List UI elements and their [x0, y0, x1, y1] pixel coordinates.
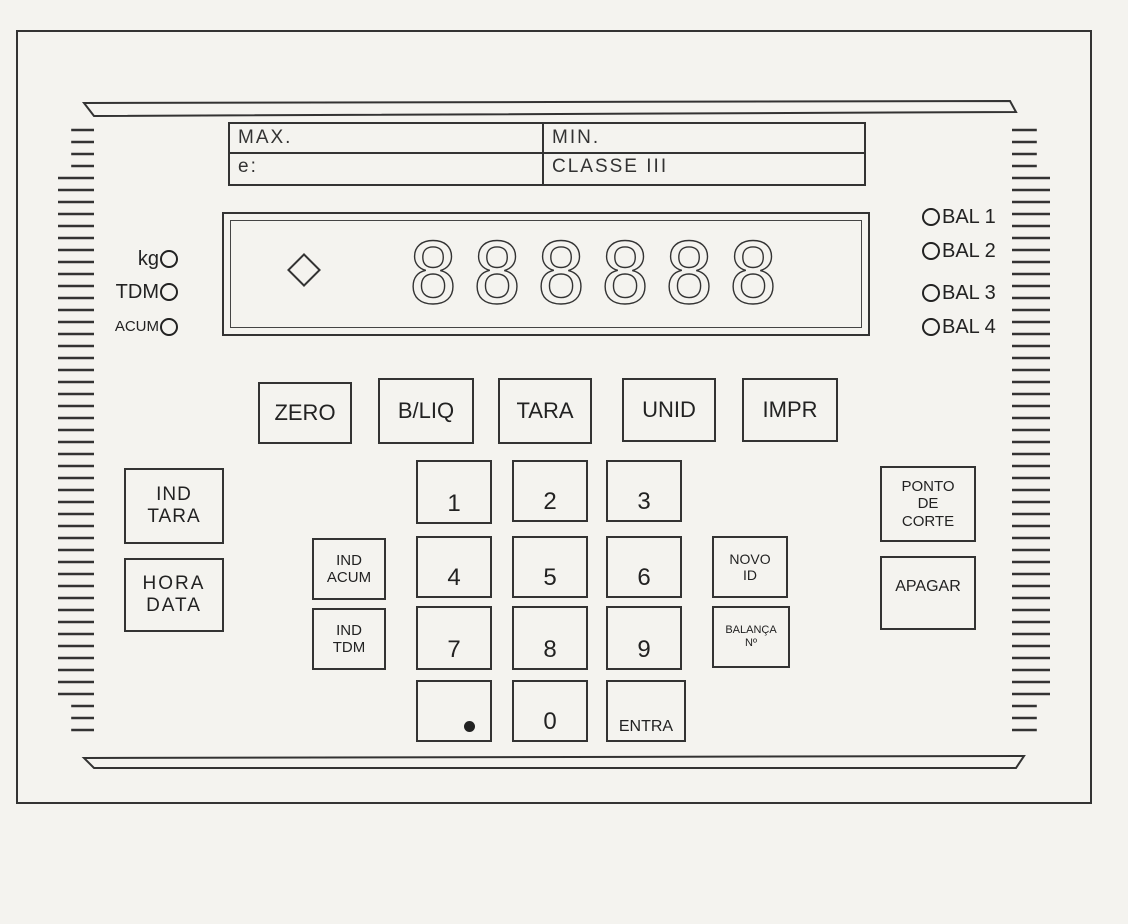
ind-acum-button-label: IND ACUM [326, 551, 372, 586]
class-label: CLASSE III [552, 156, 669, 177]
unid-button[interactable]: UNID [622, 378, 716, 442]
indicator-kg: kg [70, 246, 178, 272]
e-label: e: [230, 154, 544, 184]
indicator-bal-1-label: BAL 1 [942, 206, 996, 228]
indicator-bal-4: BAL 4 [922, 314, 996, 340]
key-4-button[interactable]: 4 [416, 536, 492, 598]
impr-button-label: IMPR [762, 397, 818, 423]
indicator-tdm-label: TDM [115, 281, 159, 303]
unid-button-label: UNID [642, 397, 696, 423]
drawing-frame [16, 30, 1092, 804]
display-digit-6: 8 [727, 225, 779, 323]
tara-button-label: TARA [516, 398, 574, 424]
novo-id-button[interactable]: NOVO ID [712, 536, 788, 598]
indicator-tdm: TDM [50, 279, 178, 305]
decimal-point-icon [464, 721, 475, 732]
key-2-label: 2 [543, 488, 557, 516]
zero-button-label: ZERO [274, 400, 336, 426]
indicator-bal-3-label: BAL 3 [942, 282, 996, 304]
key-8-button[interactable]: 8 [512, 606, 588, 670]
apagar-button[interactable]: APAGAR [880, 556, 976, 630]
key-0-label: 0 [543, 708, 557, 736]
indicator-bal-2-lamp-icon [922, 242, 940, 260]
indicator-bal-4-label: BAL 4 [942, 316, 996, 338]
novo-id-button-label: NOVO ID [729, 550, 771, 583]
indicator-kg-label: kg [137, 248, 159, 270]
indicator-acum-lamp-icon [160, 318, 178, 336]
key-0-button[interactable]: 0 [512, 680, 588, 742]
hora-data-button[interactable]: HORA DATA [124, 558, 224, 632]
indicator-bal-4-lamp-icon [922, 318, 940, 336]
decimal-point-button[interactable] [416, 680, 492, 742]
balanca-no-button-label: BALANÇA Nº [725, 624, 777, 649]
b-liq-button-label: B/LIQ [397, 398, 455, 424]
key-9-label: 9 [637, 636, 651, 664]
ind-tdm-button-label: IND TDM [332, 621, 366, 656]
key-5-label: 5 [543, 564, 557, 592]
indicator-acum: ACUM [50, 314, 178, 340]
zero-button[interactable]: ZERO [258, 382, 352, 444]
key-3-button[interactable]: 3 [606, 460, 682, 522]
indicator-bal-2: BAL 2 [922, 238, 996, 264]
key-3-label: 3 [637, 488, 651, 516]
display-digit-4: 8 [599, 225, 651, 323]
key-2-button[interactable]: 2 [512, 460, 588, 522]
key-7-label: 7 [447, 636, 461, 664]
balanca-no-button[interactable]: BALANÇA Nº [712, 606, 790, 668]
key-4-label: 4 [447, 564, 461, 592]
entra-button-label: ENTRA [618, 717, 674, 735]
display-digit-3: 8 [535, 225, 587, 323]
display-window [230, 220, 862, 328]
key-6-label: 6 [637, 564, 651, 592]
key-6-button[interactable]: 6 [606, 536, 682, 598]
display-digits: 8 8 8 8 8 8 [404, 225, 804, 323]
ponto-de-corte-button-label: PONTO DE CORTE [901, 478, 955, 530]
key-1-button[interactable]: 1 [416, 460, 492, 524]
indicator-bal-3: BAL 3 [922, 280, 996, 306]
ind-tara-button-label: IND TARA [147, 484, 201, 527]
indicator-tdm-lamp-icon [160, 283, 178, 301]
key-7-button[interactable]: 7 [416, 606, 492, 670]
key-9-button[interactable]: 9 [606, 606, 682, 670]
indicator-bal-1-lamp-icon [922, 208, 940, 226]
display-digit-1: 8 [407, 225, 459, 323]
indicator-acum-label: ACUM [114, 318, 159, 335]
indicator-bal-1: BAL 1 [922, 204, 996, 230]
indicator-bal-2-label: BAL 2 [942, 240, 996, 262]
indicator-kg-lamp-icon [160, 250, 178, 268]
impr-button[interactable]: IMPR [742, 378, 838, 442]
ind-acum-button[interactable]: IND ACUM [312, 538, 386, 600]
entra-button[interactable]: ENTRA [606, 680, 686, 742]
indicator-bal-3-lamp-icon [922, 284, 940, 302]
ponto-de-corte-button[interactable]: PONTO DE CORTE [880, 466, 976, 542]
hora-data-button-label: HORA DATA [142, 573, 206, 616]
weight-display [222, 212, 870, 336]
key-5-button[interactable]: 5 [512, 536, 588, 598]
min-label: MIN. [544, 124, 864, 154]
key-1-label: 1 [447, 490, 461, 518]
key-8-label: 8 [543, 636, 557, 664]
display-digit-5: 8 [663, 225, 715, 323]
ind-tdm-button[interactable]: IND TDM [312, 608, 386, 670]
display-digit-2: 8 [471, 225, 523, 323]
tara-button[interactable]: TARA [498, 378, 592, 444]
spec-plate: MAX. MIN. e: CLASSE III [228, 122, 866, 186]
b-liq-button[interactable]: B/LIQ [378, 378, 474, 444]
apagar-button-label: APAGAR [895, 578, 961, 595]
max-label: MAX. [230, 124, 544, 154]
ind-tara-button[interactable]: IND TARA [124, 468, 224, 544]
